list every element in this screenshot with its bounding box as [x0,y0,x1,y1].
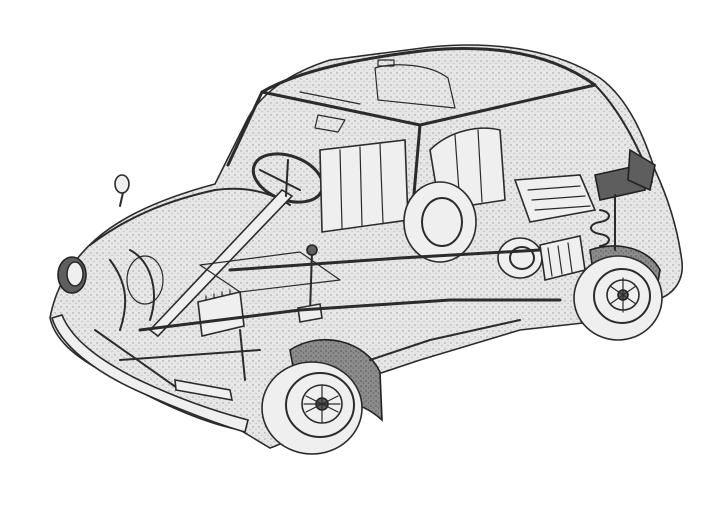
engine [497,164,646,281]
front-wheel [261,338,383,455]
spare-tire [403,181,477,263]
rear-lamp [627,148,656,192]
headlight [57,256,87,294]
rear-suspension [590,194,616,251]
battery [197,289,245,337]
front-suspension [109,249,164,331]
car-body-outline [49,44,683,449]
rear-wheel [573,245,663,341]
chassis-frame [94,248,562,401]
side-mirror [114,174,130,207]
